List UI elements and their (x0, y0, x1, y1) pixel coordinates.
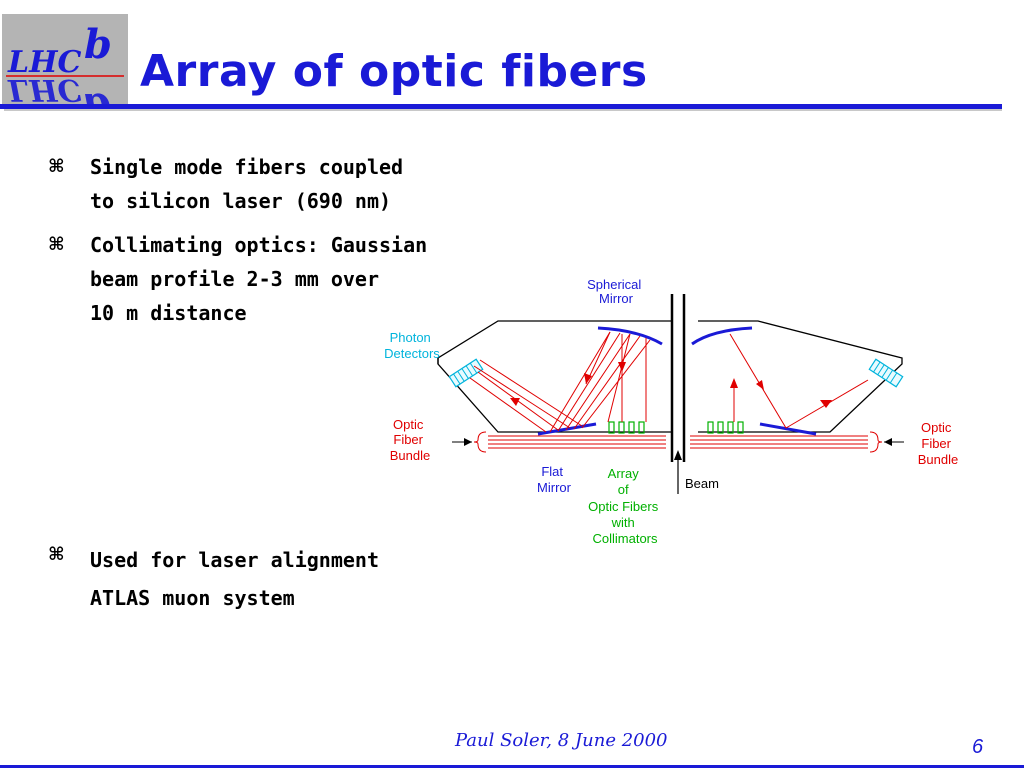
bullet-item: ⌘ Single mode fibers coupled to silicon … (48, 150, 403, 218)
vessel-outline-right (698, 320, 903, 433)
flat-mirror-right (759, 422, 817, 436)
bullet-line: Collimating optics: Gaussian (90, 233, 428, 257)
slide-title: Array of optic fibers (140, 46, 648, 97)
spherical-mirror-left (597, 326, 663, 346)
collimators-right (707, 421, 744, 434)
rich-detector-diagram: Spherical Mirror Photon Detectors Optic … (384, 277, 958, 546)
ray-arrow (510, 398, 520, 406)
bullet-line: to silicon laser (690 nm) (90, 189, 392, 213)
label-beam: Beam (685, 476, 719, 491)
title-rule-shadow (4, 109, 1002, 111)
collimators-left (608, 421, 645, 434)
light-rays-right (729, 333, 869, 429)
title-rule (0, 104, 1002, 109)
bullet-line: 10 m distance (90, 301, 247, 325)
spherical-mirror-right (691, 326, 753, 346)
footer-author: Paul Soler, 8 June 2000 (455, 730, 668, 751)
label-optic-fiber-bundle-left: Optic Fiber Bundle (390, 417, 430, 463)
label-optic-fiber-bundle-right: Optic Fiber Bundle (918, 420, 958, 467)
ray-arrow (618, 362, 626, 372)
fiber-bundle-right-lines (690, 435, 868, 449)
light-rays-left (469, 331, 651, 433)
bundle-brace-left (473, 431, 487, 453)
bullet-marker-icon: ⌘ (48, 234, 65, 255)
ray-arrow (756, 380, 764, 390)
bullet-line: Used for laser alignment (90, 548, 379, 572)
ray-arrow (820, 400, 832, 408)
photon-detector-left (448, 358, 484, 388)
lhcb-logo: LHC b LHC b (2, 14, 128, 106)
svg-text:b: b (84, 21, 112, 68)
fiber-bundle-left-lines (488, 435, 666, 449)
page-number: 6 (972, 736, 984, 758)
label-spherical-mirror: Spherical Mirror (587, 277, 645, 306)
bullet-line: ATLAS muon system (90, 586, 295, 610)
photon-detector-right (868, 358, 904, 388)
svg-text:LHC: LHC (7, 45, 81, 80)
svg-text:b: b (84, 84, 112, 106)
bullet-line: Single mode fibers coupled (90, 155, 404, 179)
label-array-of-fibers: Array of Optic Fibers with Collimators (588, 466, 662, 546)
bullet-marker-icon: ⌘ (48, 544, 65, 565)
svg-text:LHC: LHC (7, 72, 81, 106)
bullet-item: ⌘ Used for laser alignment ATLAS muon sy… (48, 538, 379, 614)
bullet-marker-icon: ⌘ (48, 156, 65, 177)
label-photon-detectors: Photon Detectors (384, 330, 440, 361)
ray-arrow (584, 373, 592, 384)
bullet-item: ⌘ Collimating optics: Gaussian beam prof… (48, 228, 427, 330)
footer-rule (0, 765, 1024, 768)
label-flat-mirror: Flat Mirror (537, 464, 572, 495)
bullet-line: beam profile 2-3 mm over (90, 267, 379, 291)
vessel-outline-left (437, 320, 672, 433)
bundle-brace-right (869, 431, 883, 453)
ray-arrow (730, 378, 738, 388)
